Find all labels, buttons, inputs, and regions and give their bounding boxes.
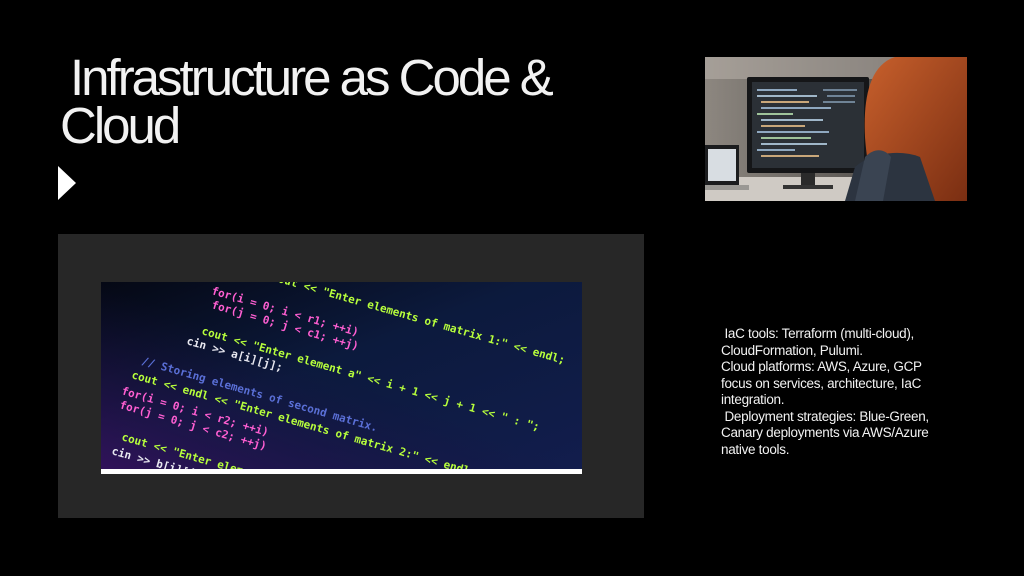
slide-title-line-1: Infrastructure as Code & (70, 49, 554, 106)
developer-photo-illustration (705, 57, 967, 201)
code-screenshot: cout << "Enter elements of matrix 1:" <<… (101, 282, 582, 469)
play-triangle-icon[interactable] (58, 166, 76, 200)
monitor-code-lines (757, 89, 857, 157)
code-image-underline (101, 469, 582, 474)
slide-title: Infrastructure as Code & Cloud (60, 49, 660, 154)
slide-body-text: IaC tools: Terraform (multi-cloud), Clou… (721, 326, 971, 458)
bullet-deployment-strategies: Deployment strategies: Blue-Green, Canar… (721, 408, 929, 457)
slide-title-line-2: Cloud (60, 97, 181, 154)
code-image-panel: cout << "Enter elements of matrix 1:" <<… (58, 234, 644, 518)
developer-photo (705, 57, 967, 201)
bullet-cloud-platforms: Cloud platforms: AWS, Azure, GCP focus o… (721, 359, 922, 407)
code-screenshot-illustration: cout << "Enter elements of matrix 1:" <<… (101, 282, 582, 469)
bullet-iac-tools: IaC tools: Terraform (multi-cloud), Clou… (721, 326, 915, 358)
